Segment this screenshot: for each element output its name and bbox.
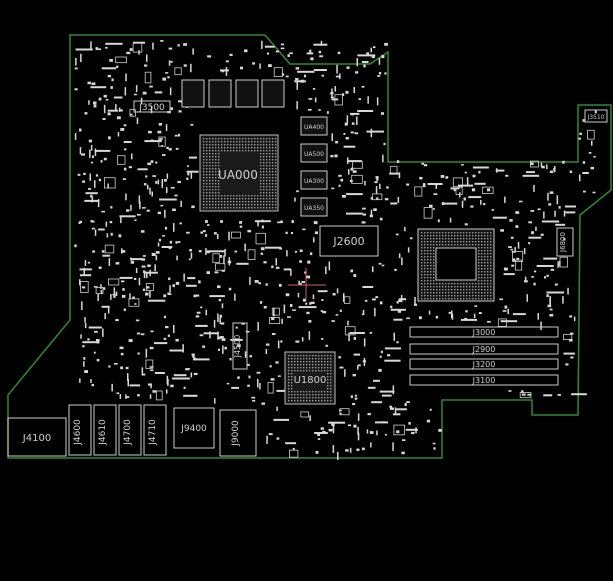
memory-chips: UA400 UA500 UA300 UA350 [300,116,328,217]
svg-text:J3200: J3200 [472,360,496,369]
svg-text:J9400: J9400 [180,424,207,434]
j4500-connector[interactable]: J4500 [232,322,248,370]
u1800-chip[interactable]: U1800 [284,351,336,405]
svg-text:J3510: J3510 [586,114,604,121]
svg-text:U1800: U1800 [294,375,327,386]
svg-text:J4710: J4710 [148,419,158,446]
vram-top [181,79,285,108]
svg-text:J4600: J4600 [73,419,83,446]
svg-text:J3100: J3100 [472,376,496,385]
ua000-chip[interactable]: UA000 [199,134,279,212]
svg-text:J2900: J2900 [472,345,496,354]
svg-text:UA400: UA400 [304,124,324,131]
svg-text:J6800: J6800 [559,232,567,253]
cpu-socket[interactable] [417,228,495,302]
svg-text:J4500: J4500 [233,335,242,359]
svg-text:J4100: J4100 [22,433,51,444]
component-field [74,40,597,460]
right-connectors[interactable]: J6800 J3510 [556,109,608,257]
svg-text:J3000: J3000 [472,328,496,337]
crosshair-cursor [288,268,326,300]
svg-text:UA350: UA350 [304,205,324,212]
svg-text:J4700: J4700 [123,419,133,446]
svg-text:J3500: J3500 [138,103,165,113]
svg-text:UA500: UA500 [304,151,324,158]
dimm-slots[interactable]: J3000 J2900 J3200 J3100 [409,326,559,386]
j2600-connector[interactable]: J2600 [319,225,379,257]
ua000-label: UA000 [218,168,258,182]
svg-text:J9000: J9000 [231,420,241,447]
svg-text:J2600: J2600 [332,235,364,248]
j3500-connector[interactable]: J3500 [133,100,171,113]
svg-text:J4610: J4610 [98,419,108,446]
board-outline [7,34,612,459]
svg-text:UA300: UA300 [304,178,324,185]
bottom-connectors[interactable]: J4100 J4600 J4610 J4700 J4710 J9400 J900… [7,404,257,457]
